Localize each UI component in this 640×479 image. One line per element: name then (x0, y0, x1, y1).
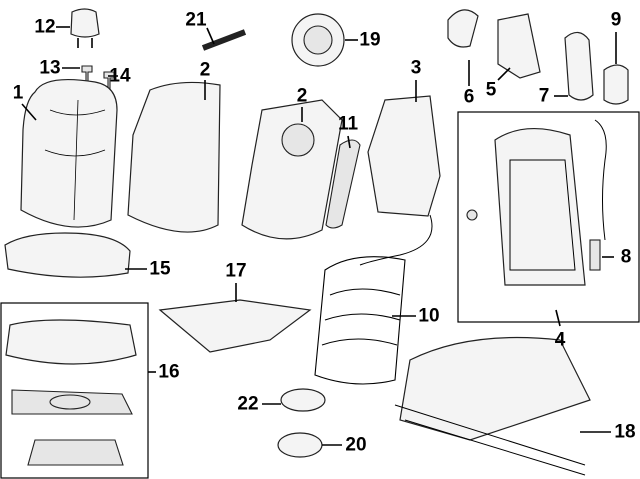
trim-part-9 (603, 64, 629, 105)
callout-3: 3 (410, 57, 422, 79)
callout-10: 10 (418, 305, 440, 327)
callout-2b: 2 (296, 85, 308, 107)
trim-part-5 (497, 13, 541, 79)
callout-8: 8 (620, 246, 632, 268)
callout-15: 15 (149, 258, 171, 280)
callout-11: 11 (337, 113, 359, 135)
callout-2a: 2 (199, 59, 211, 81)
seat-cushion-group-box (0, 302, 149, 479)
back-heater-part (241, 99, 343, 240)
headrest-part (70, 8, 100, 38)
trim-part-6 (447, 9, 479, 48)
callout-20: 20 (345, 434, 367, 456)
fan-part-20 (277, 432, 323, 458)
callout-14: 14 (109, 65, 131, 87)
cushion-pan-part (158, 299, 312, 353)
callout-22: 22 (237, 393, 259, 415)
callout-18: 18 (614, 421, 636, 443)
callout-6: 6 (463, 86, 475, 108)
callout-19: 19 (359, 29, 381, 51)
seat-track-part (399, 336, 591, 441)
seat-back-frame-part (494, 127, 586, 286)
cushion-pad-part (5, 319, 137, 365)
callout-leaders (21, 26, 617, 446)
back-pad-part (127, 81, 221, 233)
callout-17: 17 (225, 260, 247, 282)
cushion-cover-part (4, 232, 131, 278)
lumbar-panel-part (367, 95, 441, 217)
callout-1: 1 (12, 82, 24, 104)
callout-13: 13 (39, 57, 61, 79)
callout-12: 12 (34, 16, 56, 38)
callout-9: 9 (610, 9, 622, 31)
cushion-mat-part (27, 439, 124, 466)
seat-frame-group-box (457, 111, 640, 323)
callout-4: 4 (554, 329, 566, 351)
callout-21: 21 (185, 9, 207, 31)
seat-back-cover-part (20, 78, 118, 228)
callout-5: 5 (485, 79, 497, 101)
callout-7: 7 (538, 85, 550, 107)
callout-16: 16 (158, 361, 180, 383)
trim-part-7 (564, 31, 594, 101)
fan-part-22 (280, 388, 326, 412)
